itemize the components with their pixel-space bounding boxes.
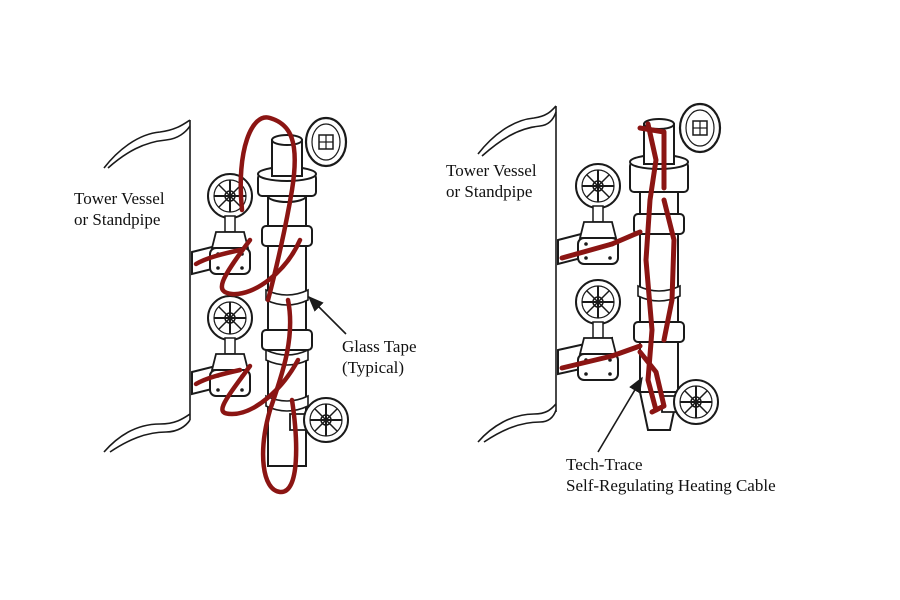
right-heating-cable-arrow [597, 376, 643, 453]
left-glass-tape-label-line1: Glass Tape [342, 337, 417, 356]
right-heating-cable [559, 121, 677, 415]
right-vessel-label-line2: or Standpipe [446, 182, 533, 201]
left-glass-tape-arrow [307, 295, 347, 335]
right-vessel-label-line1: Tower Vessel [446, 161, 537, 180]
left-vessel-wall [103, 119, 191, 453]
left-glass-tape-label-line2: (Typical) [342, 358, 405, 377]
left-lower-valve [208, 296, 252, 396]
right-heating-cable-label-line2: Self-Regulating Heating Cable [566, 476, 776, 495]
left-upper-valve [208, 174, 252, 274]
right-vessel-wall [477, 105, 557, 443]
right-diagram [477, 102, 722, 453]
left-vessel-label-line2: or Standpipe [74, 210, 161, 229]
left-drain-valve [289, 397, 349, 443]
right-heating-cable-label: Tech-Trace Self-Regulating Heating Cable [566, 454, 776, 496]
left-gauge [304, 116, 348, 168]
left-glass-tape-label: Glass Tape (Typical) [342, 336, 417, 378]
left-vessel-label: Tower Vessel or Standpipe [74, 188, 165, 230]
right-vessel-label: Tower Vessel or Standpipe [446, 160, 537, 202]
left-heating-cable [193, 115, 303, 495]
right-heating-cable-label-line1: Tech-Trace [566, 455, 643, 474]
left-vessel-label-line1: Tower Vessel [74, 189, 165, 208]
right-gauge [678, 102, 722, 154]
left-diagram [103, 115, 349, 495]
